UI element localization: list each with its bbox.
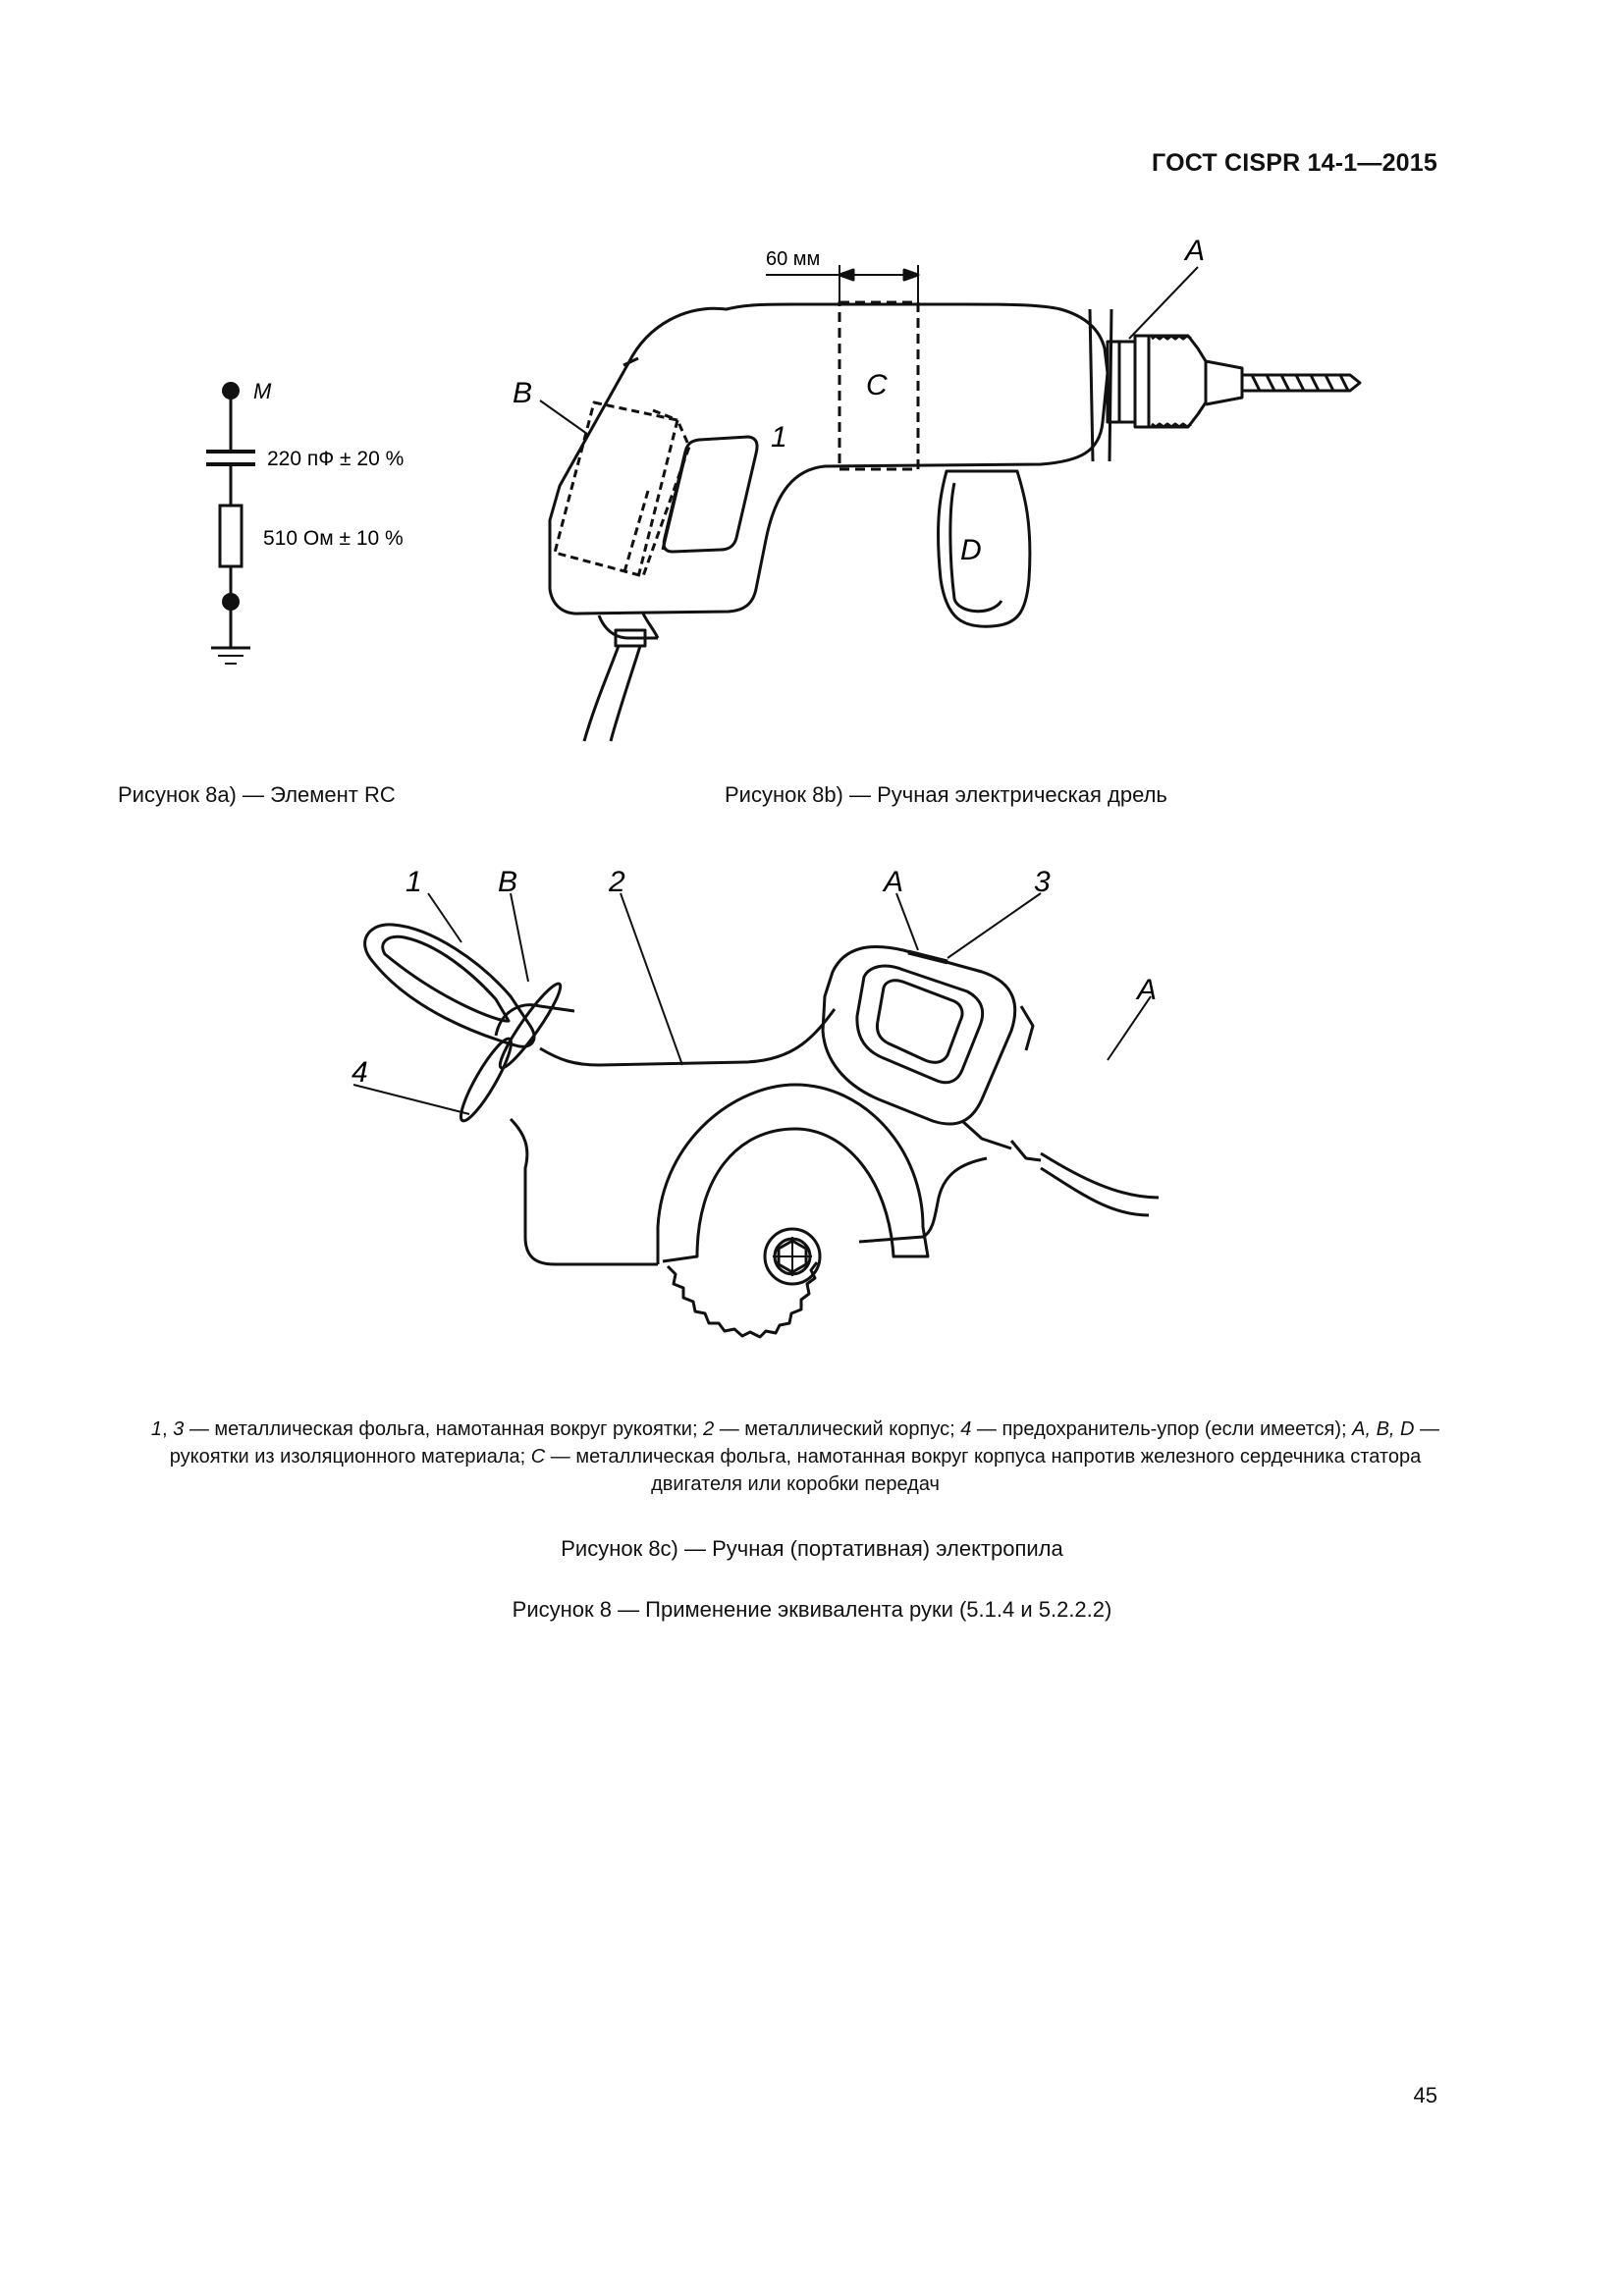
figure-8-caption: Рисунок 8 — Применение эквивалента руки … — [512, 1597, 1112, 1622]
junction-dot — [222, 593, 240, 611]
label-a-top-saw: A — [882, 866, 903, 898]
label-1-drill: 1 — [771, 421, 787, 454]
terminal-m-dot — [222, 382, 240, 400]
label-b-drill: B — [513, 377, 532, 409]
figure-8c-saw: 1 B 2 A 3 A 4 — [352, 866, 1160, 1339]
page-number: 45 — [1413, 2083, 1437, 2108]
label-b-saw: B — [498, 866, 517, 898]
label-1-saw: 1 — [406, 866, 422, 898]
figure-8b-drill: 60 мм A B C D 1 — [513, 235, 1362, 742]
figure-legend: 1, 3 — металлическая фольга, намотанная … — [150, 1418, 1440, 1495]
label-3-saw: 3 — [1034, 866, 1051, 898]
figure-8b-caption: Рисунок 8b) — Ручная электрическая дрель — [725, 782, 1167, 807]
dimension-60mm: 60 мм — [766, 248, 820, 270]
capacitor-label: 220 пФ ± 20 % — [267, 448, 404, 470]
figure-8a-caption: Рисунок 8а) — Элемент RC — [118, 782, 396, 807]
terminal-m-label: M — [253, 379, 272, 403]
document-header: ГОСТ CISPR 14-1—2015 — [1152, 149, 1437, 177]
label-d-drill: D — [960, 534, 982, 566]
resistor-label: 510 Ом ± 10 % — [263, 527, 404, 550]
label-2-saw: 2 — [608, 866, 625, 898]
label-a-right-saw: A — [1135, 974, 1157, 1006]
figure-8c-caption: Рисунок 8с) — Ручная (портативная) элект… — [561, 1536, 1063, 1561]
label-a-drill: A — [1183, 235, 1205, 267]
label-c-drill: C — [866, 369, 888, 401]
label-4-saw: 4 — [352, 1056, 368, 1089]
figure-8a-rc-element: M 220 пФ ± 20 % 510 Ом ± 10 % — [206, 379, 404, 665]
